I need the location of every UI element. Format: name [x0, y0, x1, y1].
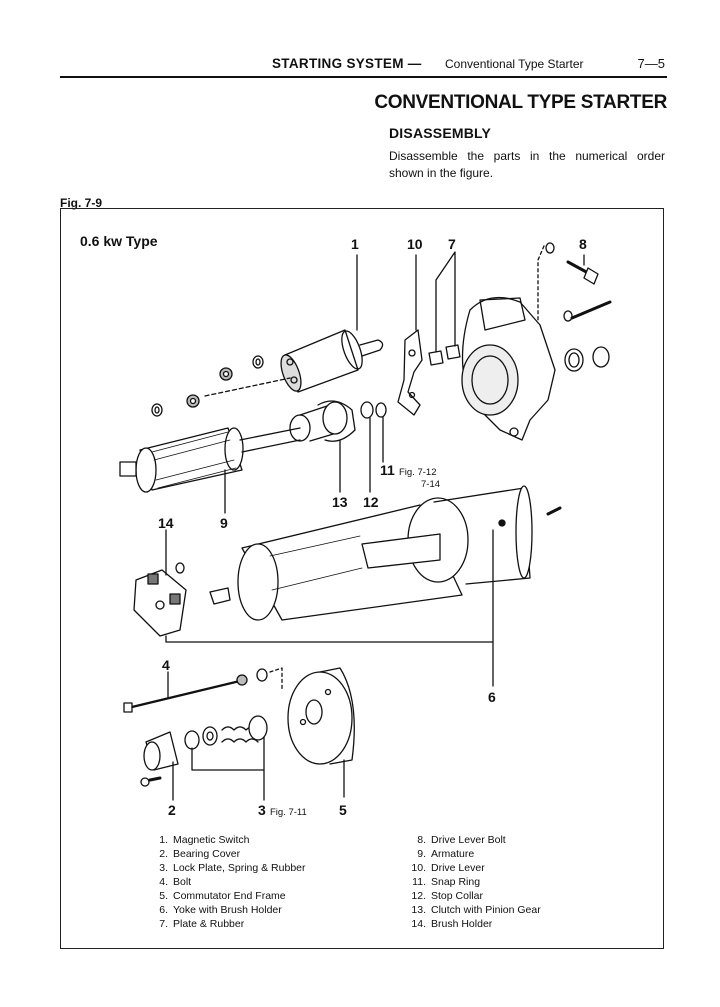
drive-housing-drawing	[461, 296, 556, 441]
through-bolt-drawing	[123, 668, 268, 713]
switch-dash-line	[204, 377, 291, 397]
drive-lever-bolt-drawing	[545, 242, 612, 372]
bearing-cover-drawing	[140, 731, 179, 787]
section-subtitle: DISASSEMBLY	[389, 125, 492, 141]
callout-11: 11	[380, 462, 395, 478]
header-subsection: Conventional Type Starter	[445, 57, 584, 71]
instruction-text: Disassemble the parts in the numerical o…	[389, 149, 665, 180]
clutch-pinion-drawing	[289, 400, 387, 442]
page-number: 7—5	[637, 56, 665, 71]
drive-lever-drawing	[397, 329, 423, 416]
callout-6: 6	[488, 689, 496, 705]
callout-12: 12	[363, 494, 379, 510]
nuts-washers-drawing	[151, 355, 264, 417]
magnetic-switch-drawing	[280, 329, 384, 393]
figure-label: Fig. 7-9	[60, 196, 103, 210]
callout-14: 14	[158, 515, 174, 531]
callout-10: 10	[407, 236, 423, 252]
parts-legend-left: 1.Magnetic Switch 2.Bearing Cover 3.Lock…	[159, 834, 306, 930]
yoke-drawing	[237, 485, 533, 621]
figure-frame	[60, 208, 664, 949]
figure-type-label: 0.6 kw Type	[80, 233, 158, 249]
running-header: STARTING SYSTEM — Conventional Type Star…	[60, 56, 665, 78]
callout-13: 13	[332, 494, 348, 510]
header-rule	[60, 76, 667, 78]
callout-1: 1	[351, 236, 359, 252]
callout-11-ref-b: 7-14	[421, 479, 440, 490]
callout-7: 7	[448, 236, 456, 252]
callout-8: 8	[579, 236, 587, 252]
header-section: STARTING SYSTEM —	[272, 56, 422, 71]
callout-2: 2	[168, 802, 176, 818]
commutator-end-frame-drawing	[287, 667, 355, 765]
callout-3-ref: Fig. 7-11	[270, 807, 307, 818]
armature-drawing	[119, 427, 301, 493]
callout-5: 5	[339, 802, 347, 818]
lock-plate-spring-rubber-drawing	[184, 715, 268, 750]
callout-11-ref-a: Fig. 7-12	[399, 467, 437, 478]
plate-rubber-drawing	[428, 344, 461, 366]
page-title: CONVENTIONAL TYPE STARTER	[374, 92, 667, 113]
callout-9: 9	[220, 515, 228, 531]
brush-holder-drawing	[133, 562, 231, 637]
callout-4: 4	[162, 657, 170, 673]
callout-3: 3	[258, 802, 266, 818]
parts-legend-right: 8.Drive Lever Bolt 9.Armature 10.Drive L…	[411, 834, 541, 930]
